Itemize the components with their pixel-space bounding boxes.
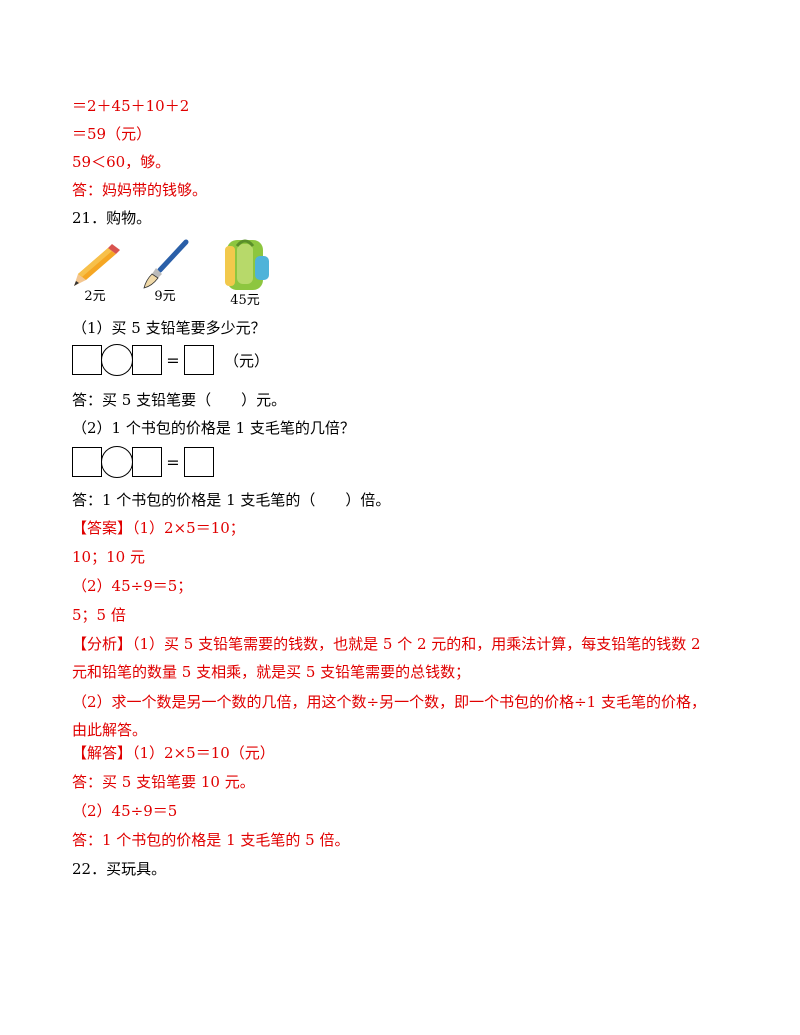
q21-part1-answer: 答：买 5 支铅笔要（ ）元。 xyxy=(72,391,287,409)
q22-title: 22．买玩具。 xyxy=(72,860,167,878)
answer-box[interactable] xyxy=(72,345,102,375)
backpack-item: 45元 xyxy=(210,236,280,308)
answer-box[interactable] xyxy=(184,345,214,375)
q21-part2-question: （2）1 个书包的价格是 1 支毛笔的几倍？ xyxy=(72,419,355,437)
equals-sign: = xyxy=(166,350,180,370)
solve-line-1: 【解答】（1）2×5＝10（元） xyxy=(72,744,275,762)
q21-part2-answer: 答：1 个书包的价格是 1 支毛笔的（ ）倍。 xyxy=(72,491,391,509)
equation-template-2: = xyxy=(72,445,214,479)
answer-heading: 【答案】（1）2×5＝10； xyxy=(72,519,245,537)
prev-calc-line-2: ＝59（元） xyxy=(72,125,152,143)
analysis-line-3: （2）求一个数是另一个数的几倍，用这个数÷另一个数，即一个书包的价格÷1 支毛笔… xyxy=(72,693,706,711)
unit-label: （元） xyxy=(224,351,270,370)
operator-circle[interactable] xyxy=(101,344,133,376)
answer-line-4: 5；5 倍 xyxy=(72,606,126,624)
q21-title: 21．购物。 xyxy=(72,209,152,227)
answer-box[interactable] xyxy=(132,345,162,375)
solve-line-2: 答：买 5 支铅笔要 10 元。 xyxy=(72,773,255,791)
q21-part1-question: （1）买 5 支铅笔要多少元？ xyxy=(72,319,266,337)
operator-circle[interactable] xyxy=(101,446,133,478)
solve-line-4: 答：1 个书包的价格是 1 支毛笔的 5 倍。 xyxy=(72,831,350,849)
pencil-icon xyxy=(74,244,120,286)
prev-calc-line-1: ＝2＋45＋10＋2 xyxy=(72,97,190,115)
pencil-item: 2元 xyxy=(60,236,130,304)
backpack-price: 45元 xyxy=(230,293,260,308)
answer-line-3: （2）45÷9＝5； xyxy=(72,577,193,595)
analysis-line-4: 由此解答。 xyxy=(72,721,148,739)
analysis-line-2: 元和铅笔的数量 5 支相乘，就是买 5 支铅笔需要的总钱数； xyxy=(72,663,471,681)
brush-price: 9元 xyxy=(154,289,176,304)
answer-box[interactable] xyxy=(132,447,162,477)
answer-line-2: 10；10 元 xyxy=(72,548,145,566)
solve-line-3: （2）45÷9＝5 xyxy=(72,802,178,820)
brush-item: 9元 xyxy=(130,236,200,304)
analysis-line-1: 【分析】（1）买 5 支铅笔需要的钱数，也就是 5 个 2 元的和，用乘法计算，… xyxy=(72,635,701,653)
equation-template-1: = （元） xyxy=(72,343,269,377)
answer-box[interactable] xyxy=(184,447,214,477)
pencil-price: 2元 xyxy=(84,289,106,304)
prev-answer-line: 答：妈妈带的钱够。 xyxy=(72,181,208,199)
prev-compare-line: 59＜60，够。 xyxy=(72,153,171,171)
answer-box[interactable] xyxy=(72,447,102,477)
equals-sign: = xyxy=(166,452,180,472)
backpack-icon xyxy=(225,239,269,290)
brush-icon xyxy=(143,239,189,289)
